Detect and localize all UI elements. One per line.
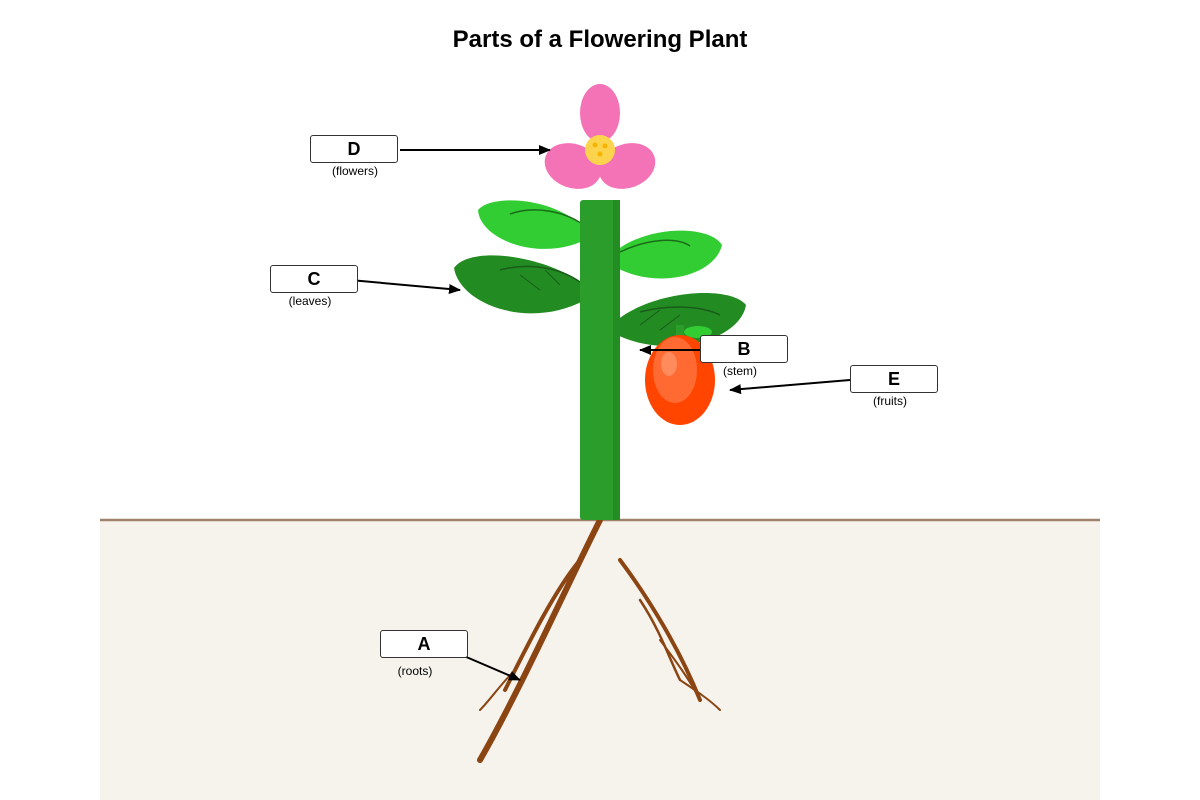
leaf-upper-right (617, 230, 722, 279)
diagram-title: Parts of a Flowering Plant (452, 26, 748, 53)
soil (100, 520, 1100, 800)
label-c-caption: (leaves) (288, 294, 332, 308)
label-b-caption: (stem) (723, 364, 757, 378)
label-b-box: B (700, 335, 788, 363)
label-d-caption: (flowers) (331, 164, 378, 178)
label-arrows (349, 145, 851, 681)
leaves (454, 200, 746, 347)
label-d-box: D (310, 135, 398, 163)
petal-top (580, 84, 620, 142)
label-a-caption: (roots) (397, 664, 433, 678)
label-a-box: A (380, 630, 468, 658)
flower (544, 84, 656, 189)
leaf-upper-left (478, 200, 585, 249)
label-e-caption: (fruits) (873, 394, 907, 408)
flower-center (585, 135, 615, 165)
fruit (645, 325, 715, 425)
label-e-box: E (850, 365, 938, 393)
stem (580, 200, 620, 520)
leaf-lower-right (617, 293, 746, 347)
arrow-e (729, 379, 851, 395)
label-c-box: C (270, 265, 358, 293)
arrow-c (349, 279, 461, 294)
leaf-lower-left (454, 255, 585, 314)
